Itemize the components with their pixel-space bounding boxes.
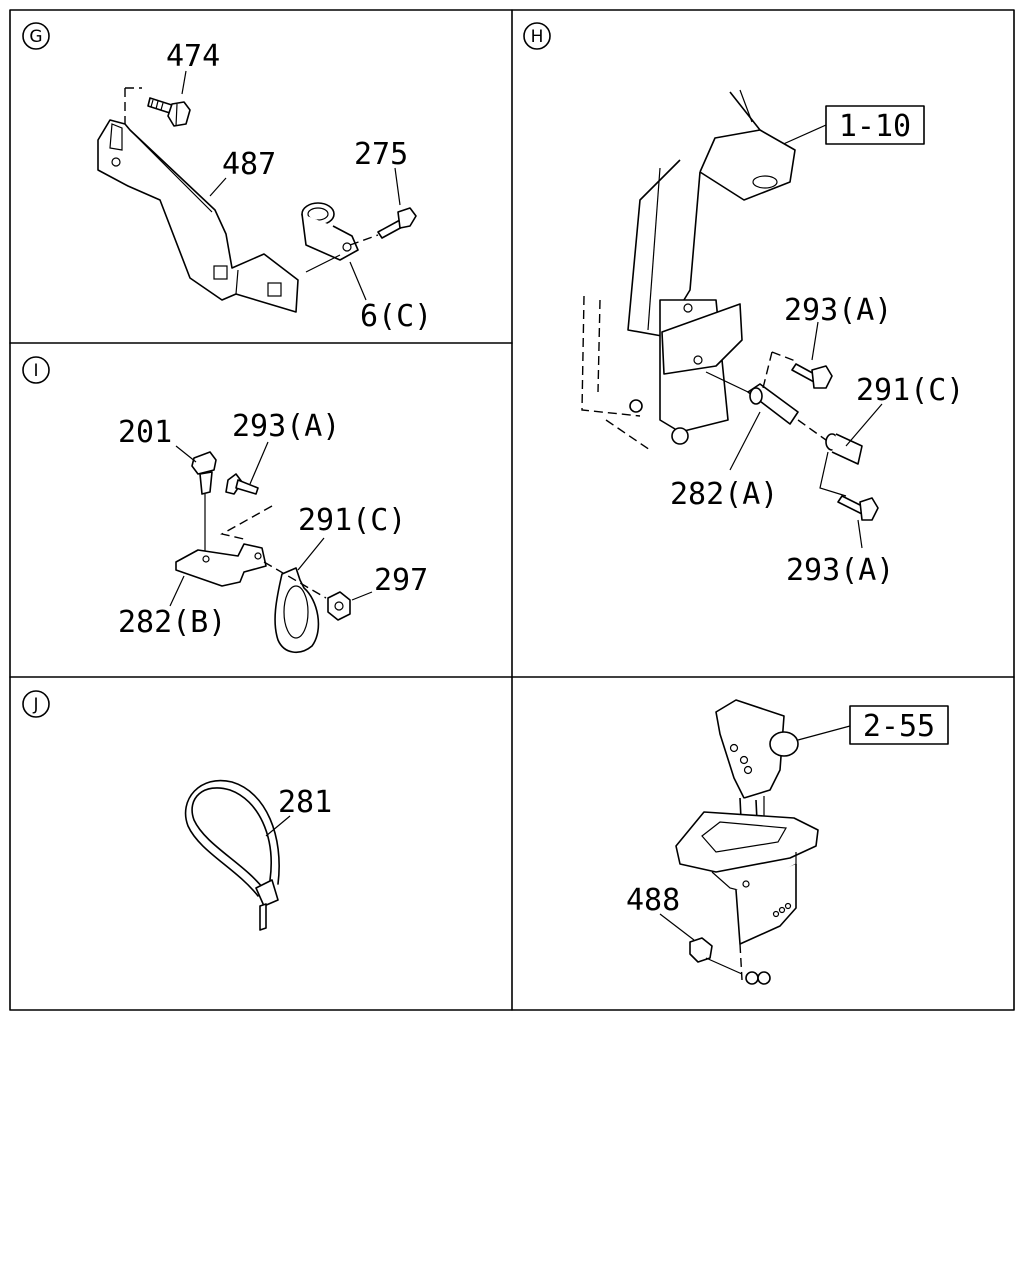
label-487: 487 [222,147,276,182]
bracket-282a [747,383,799,425]
label-291c: 291(C) [298,503,406,538]
section-marker-i: I [22,356,50,384]
label-201: 201 [118,415,172,450]
nut-488 [689,937,713,963]
section-j: J 281 [22,690,332,931]
nut-297 [327,591,351,621]
label-297: 297 [374,563,428,598]
bracket-487 [97,119,299,313]
bolt-293a-top [791,363,833,389]
clamp-6c [301,202,359,261]
svg-text:I: I [33,361,38,381]
label-282b: 282(B) [118,605,226,640]
section-marker-g: G [22,22,50,50]
cable-tie-281 [184,779,280,931]
label-275: 275 [354,137,408,172]
frame-column [581,89,796,451]
svg-text:H: H [531,27,544,47]
panel-grid [9,9,1015,1011]
label-291c: 291(C) [856,373,964,408]
ref-box-1-10: 1-10 [825,105,925,145]
svg-text:J: J [32,695,38,715]
section-marker-h: H [523,22,551,50]
svg-text:G: G [29,27,42,47]
section-marker-j: J [22,690,50,718]
label-281: 281 [278,785,332,820]
clamp-291c [274,567,320,653]
label-293a: 293(A) [232,409,340,444]
ref-box-2-55: 2-55 [849,705,949,745]
bolt-293a [225,473,259,495]
svg-text:1-10: 1-10 [839,109,911,144]
bolt-474 [147,97,191,127]
section-i: I 201 293(A) 291 [22,356,428,653]
section-g: G [22,22,432,334]
section-h: H 1-10 [523,22,964,588]
label-282a: 282(A) [670,477,778,512]
bolt-201 [191,451,217,495]
svg-text:2-55: 2-55 [863,709,935,744]
section-shift-lever: 2-55 488 [626,699,949,985]
label-6c: 6(C) [360,299,432,334]
label-488: 488 [626,883,680,918]
bolt-293a-bottom [837,495,879,521]
label-293a-bottom: 293(A) [786,553,894,588]
shift-console [675,811,819,985]
label-474: 474 [166,39,220,74]
bolt-275 [377,207,417,239]
label-293a-top: 293(A) [784,293,892,328]
clamp-291c [825,433,863,465]
bracket-282b [175,543,267,587]
